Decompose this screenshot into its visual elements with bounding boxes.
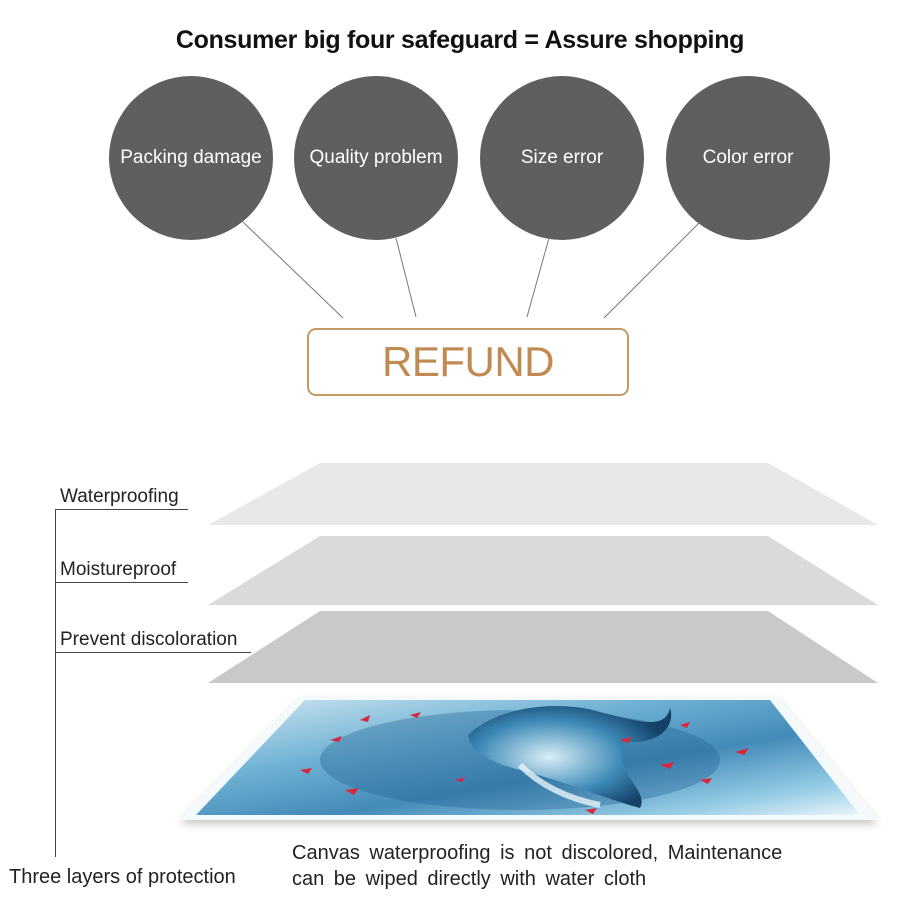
refund-label: REFUND (382, 338, 555, 385)
label-moistureproof: Moistureproof (60, 559, 177, 580)
layer-moistureproof (208, 536, 878, 605)
circle-label: Color error (702, 147, 794, 168)
label-underline (55, 582, 188, 583)
label-underline (55, 509, 188, 510)
circle-color-error: Color error (666, 76, 830, 240)
protection-label: Three layers of protection (9, 866, 236, 888)
label-prevent-discoloration: Prevent discoloration (60, 629, 238, 650)
refund-box: REFUND (307, 328, 629, 396)
circle-size-error: Size error (480, 76, 644, 240)
label-underline (55, 652, 251, 653)
protection-bracket (55, 509, 56, 857)
caption-text: Canvas waterproofing is not discolored, … (292, 840, 782, 892)
circle-label: Packing damage (120, 147, 262, 168)
circle-quality-problem: Quality problem (294, 76, 458, 240)
circle-packing-damage: Packing damage (109, 76, 273, 240)
whale-icon (468, 705, 672, 808)
page-title: Consumer big four safeguard = Assure sho… (175, 26, 745, 54)
caption-line-2: can be wiped directly with water cloth (292, 868, 647, 890)
circle-label: Quality problem (309, 147, 443, 168)
caption-line-1: Canvas waterproofing is not discolored, … (292, 842, 783, 864)
layer-prevent-discoloration (208, 611, 878, 683)
label-waterproofing: Waterproofing (60, 486, 179, 507)
circle-label: Size error (520, 147, 604, 168)
layer-waterproofing (208, 463, 878, 525)
canvas-whale-painting (180, 697, 878, 820)
